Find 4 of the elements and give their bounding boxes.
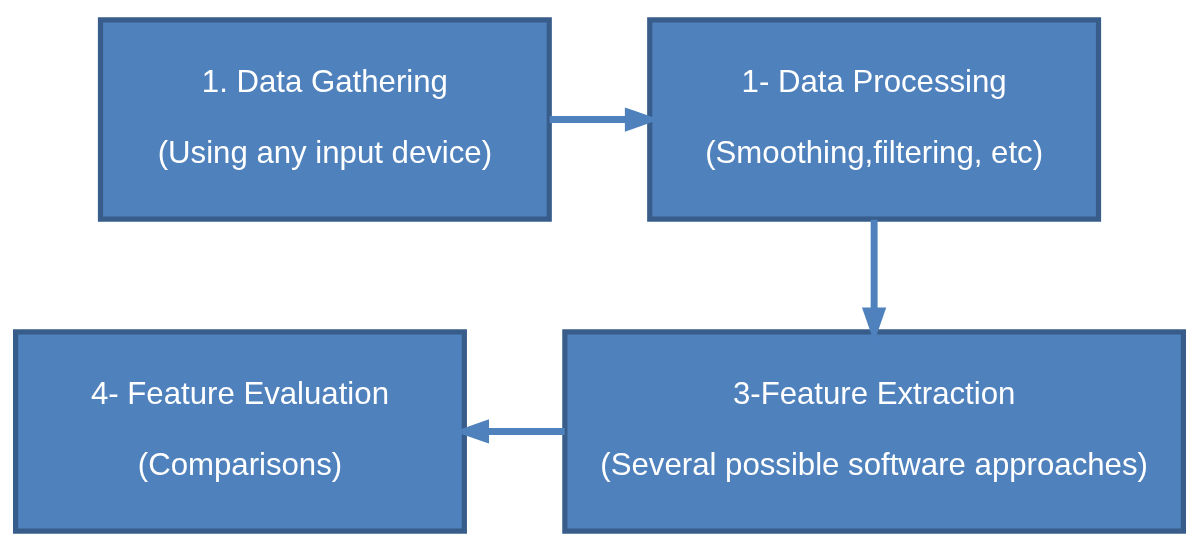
node-box: 1- Data Processing (Smoothing,filtering, etc) [647,16,1102,222]
node-box: 4- Feature Evaluation (Comparisons) [13,328,467,534]
node-box: 3-Feature Extraction (Several possible software approaches) [562,328,1186,534]
node-box: 1. Data Gathering (Using any input device) [97,16,552,222]
